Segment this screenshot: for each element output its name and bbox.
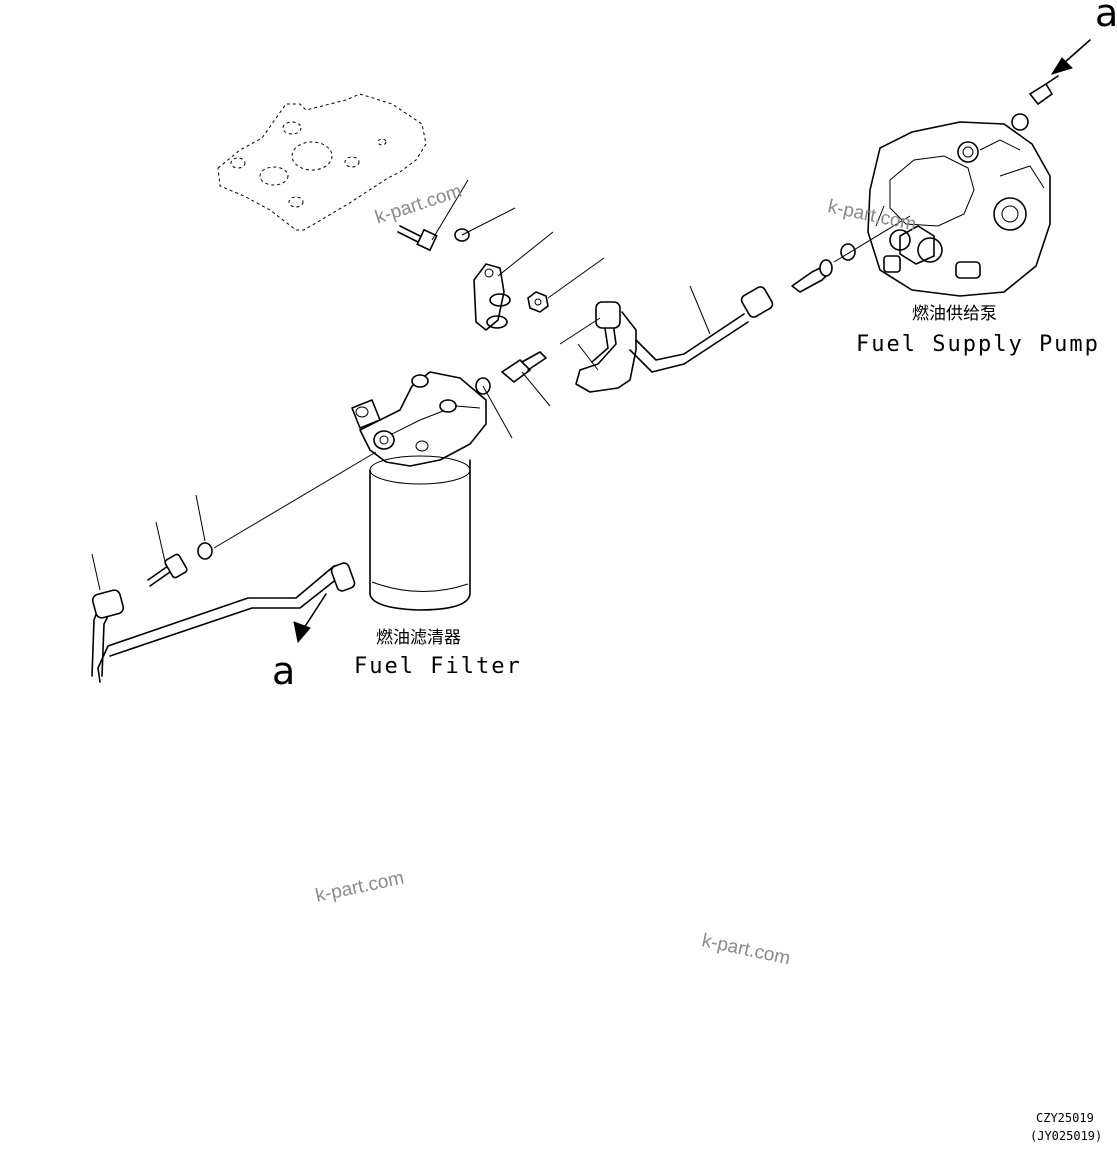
nut (527, 257, 605, 313)
fuel-supply-pump-label-cn: 燃油供给泵 (912, 304, 997, 324)
arrow-a-top (1050, 39, 1091, 75)
fuel-supply-pump-label-en: Fuel Supply Pump (856, 332, 1100, 357)
fuel-supply-pump (867, 75, 1059, 297)
fuel-pipe-upper (559, 285, 774, 393)
clamp-bracket (473, 231, 554, 332)
fuel-filter-label-cn: 燃油滤清器 (376, 628, 461, 648)
reference-a-bottom: a (272, 649, 296, 693)
pump-fittings (791, 215, 911, 293)
washer-top (454, 207, 516, 242)
drawing-code-secondary: (JY025019) (1030, 1129, 1103, 1143)
fuel-filter-label-en: Fuel Filter (354, 654, 522, 679)
drawing-code: CZY25019 (1036, 1111, 1094, 1125)
union-bolt-lower (147, 521, 188, 587)
fuel-pipe-lower (91, 553, 356, 683)
union-bolt-top (397, 179, 469, 252)
arrow-a-bottom (293, 593, 327, 644)
mounting-bracket (217, 93, 427, 231)
outlet-connector (500, 351, 551, 407)
o-ring-lower (195, 494, 213, 560)
fuel-filter (213, 371, 487, 611)
reference-a-top: a (1095, 0, 1117, 35)
o-ring-filter (475, 377, 513, 439)
